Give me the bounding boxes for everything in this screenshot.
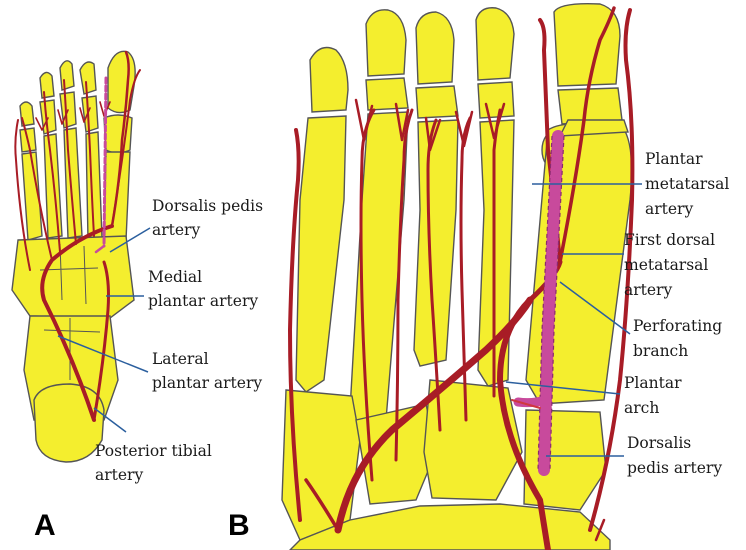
- panel-b-foot: [281, 2, 635, 550]
- leader-a-lateral: [57, 335, 149, 373]
- panel-b-bones: [281, 2, 633, 550]
- label-b-plantar-meta-3: artery: [645, 200, 693, 218]
- panel-a-letter: A: [34, 509, 56, 542]
- panel-b-letter: B: [228, 509, 250, 542]
- label-a-posterior-2: artery: [95, 466, 143, 484]
- leader-b-plantar-arch: [505, 381, 621, 395]
- label-a-dorsalis-2: artery: [152, 221, 200, 239]
- leader-a-posterior: [93, 407, 127, 433]
- label-b-plantar-arch-2: arch: [624, 399, 659, 417]
- leader-a-dorsalis: [109, 227, 151, 253]
- label-b-plantar-meta-2: metatarsal: [645, 175, 729, 193]
- label-b-perforating-2: branch: [633, 342, 688, 360]
- label-b-dorsalis-2: pedis artery: [627, 459, 722, 477]
- label-a-medial-2: plantar artery: [148, 292, 258, 310]
- label-a-posterior-1: Posterior tibial: [95, 442, 212, 460]
- label-b-first-dorsal-3: artery: [624, 281, 672, 299]
- label-b-plantar-arch-1: Plantar: [624, 374, 682, 392]
- label-b-dorsalis-1: Dorsalis: [627, 434, 691, 452]
- panel-b-arteries: [288, 6, 635, 550]
- label-b-plantar-meta-1: Plantar: [645, 150, 703, 168]
- label-a-lateral-2: plantar artery: [152, 374, 262, 392]
- panel-a-foot: [11, 50, 141, 463]
- label-b-first-dorsal-2: metatarsal: [624, 256, 708, 274]
- panel-a-bones: [11, 50, 136, 463]
- label-b-perforating-1: Perforating: [633, 317, 722, 335]
- label-a-medial-1: Medial: [148, 268, 202, 286]
- panel-a-arteries: [14, 50, 141, 422]
- label-a-lateral-1: Lateral: [152, 350, 209, 368]
- label-a-dorsalis-1: Dorsalis pedis: [152, 197, 263, 215]
- leader-b-perforating: [559, 281, 631, 335]
- label-b-first-dorsal-1: First dorsal: [624, 231, 715, 249]
